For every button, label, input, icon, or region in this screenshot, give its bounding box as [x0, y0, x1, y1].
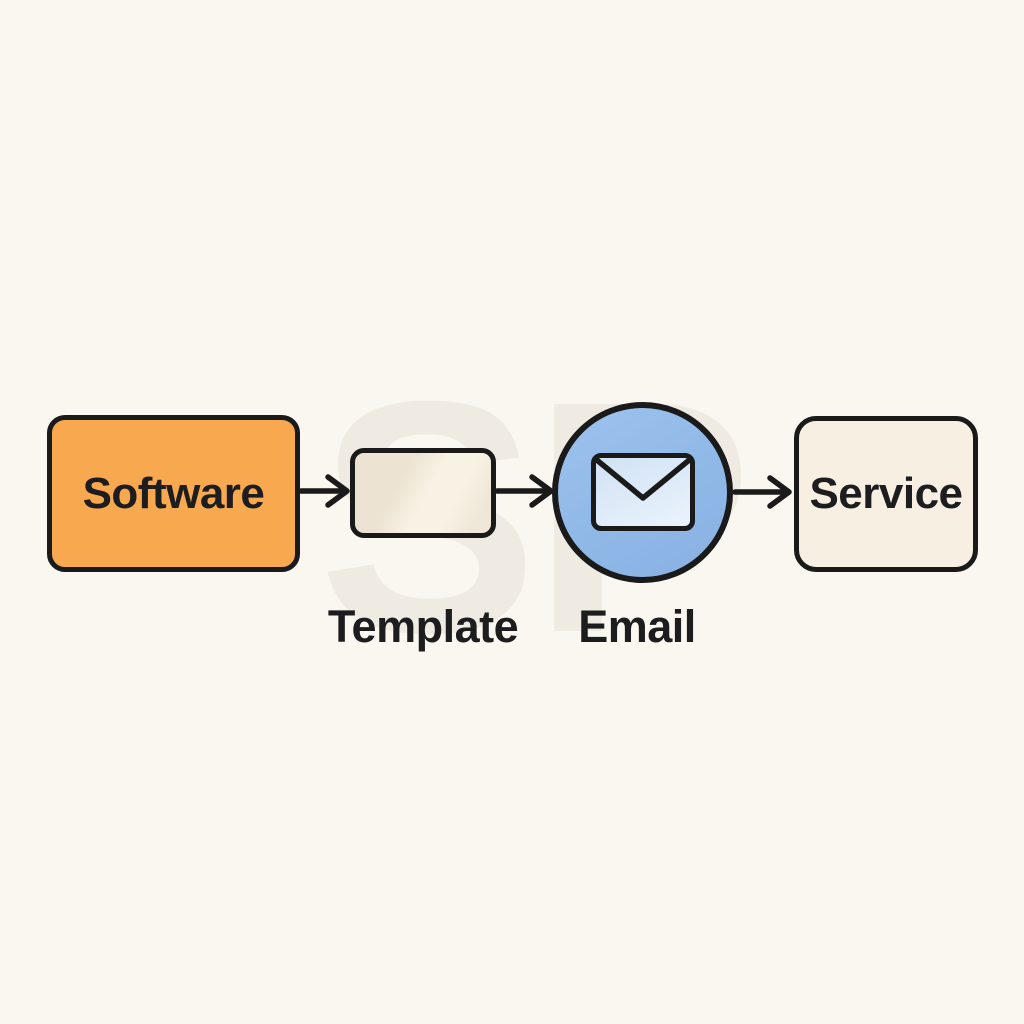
node-template-label: Template: [327, 601, 519, 652]
node-software: Software: [47, 415, 300, 572]
envelope-icon: [590, 452, 695, 531]
envelope-flap: [595, 457, 690, 501]
node-service-label: Service: [809, 469, 963, 518]
node-software-label: Software: [82, 468, 265, 518]
node-template: [350, 448, 496, 538]
node-service: Service: [794, 416, 978, 572]
node-email: [552, 402, 733, 583]
node-email-label: Email: [578, 601, 696, 652]
